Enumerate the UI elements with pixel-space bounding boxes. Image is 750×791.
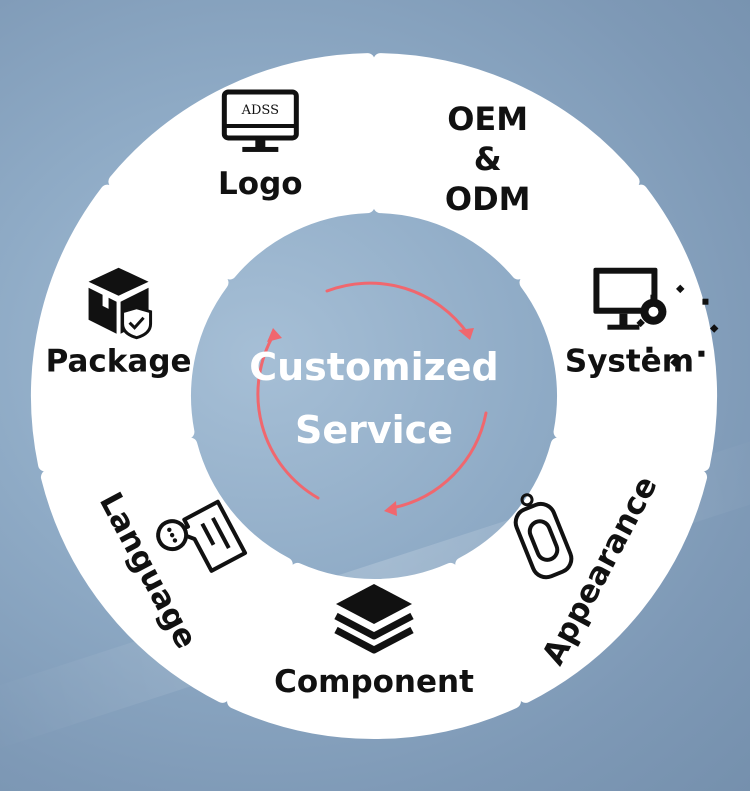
ring-arrowhead-left xyxy=(267,328,282,342)
segment-shape xyxy=(40,437,293,703)
logo-icon-text: ADSS xyxy=(241,103,279,118)
segment-content: ADSS Logo xyxy=(218,89,303,202)
monitor-logo-icon: ADSS xyxy=(221,89,299,152)
segment-content: System xyxy=(565,267,719,380)
segment-content: OEM&ODM xyxy=(445,100,531,218)
segment-label-oem-1: & xyxy=(474,140,502,178)
layers-icon xyxy=(334,584,414,654)
segment-component: Component xyxy=(227,562,521,739)
center-title-line2: Service xyxy=(295,408,453,452)
segment-label-system: System xyxy=(565,344,694,380)
segment-content: Component xyxy=(274,584,474,700)
segment-system: System xyxy=(519,184,719,472)
center-title-line1: Customized xyxy=(249,345,499,389)
segment-label-package: Package xyxy=(46,344,192,380)
segment-shape xyxy=(455,437,708,703)
segment-shape xyxy=(373,53,640,280)
segment-label-oem-0: OEM xyxy=(447,100,528,138)
chat-bubbles-icon xyxy=(156,499,248,573)
ring-arc-right xyxy=(390,411,488,510)
monitor-gear-icon xyxy=(593,267,719,367)
segment-label-oem-2: ODM xyxy=(445,180,531,218)
segment-logo: ADSS Logo xyxy=(108,53,375,280)
segment-label-logo: Logo xyxy=(218,166,303,202)
ring-arrowhead-right xyxy=(384,501,397,516)
center-ring xyxy=(256,281,488,516)
box-shield-icon xyxy=(88,267,153,340)
ring-arc-left xyxy=(256,332,320,500)
segment-label-component: Component xyxy=(274,664,474,700)
segment-content: Package xyxy=(46,267,192,380)
segment-shape xyxy=(108,53,375,280)
ring-arrowhead-top xyxy=(458,328,474,340)
segment-oem: OEM&ODM xyxy=(373,53,640,280)
segment-package: Package xyxy=(31,184,229,472)
phone-case-icon xyxy=(513,493,574,580)
segments-wheel: OEM&ODMSystemAppearanceComponentLanguage… xyxy=(31,53,719,739)
ring-arc-top xyxy=(325,281,470,336)
